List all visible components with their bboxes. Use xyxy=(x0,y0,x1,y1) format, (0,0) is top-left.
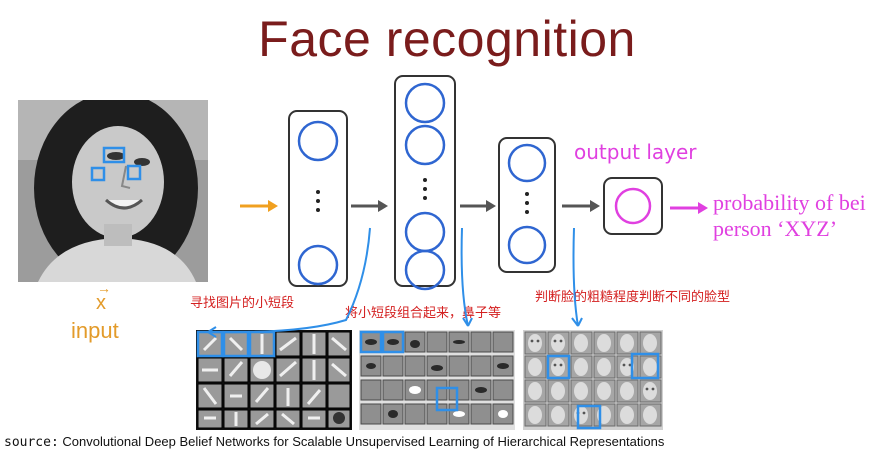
input-label: input xyxy=(71,318,119,343)
right-arrow-icon xyxy=(460,200,496,212)
source-text: Convolutional Deep Belief Networks for S… xyxy=(62,434,665,449)
source-citation: source: Convolutional Deep Belief Networ… xyxy=(4,434,664,450)
neuron xyxy=(507,143,547,183)
probability-label-line2: person ‘XYZ’ xyxy=(713,216,838,241)
neuron xyxy=(404,249,446,291)
annotation-layer1: 寻找图片的小短段 xyxy=(190,296,295,311)
input-arrow xyxy=(240,200,278,212)
vertical-dots-icon xyxy=(316,190,320,212)
output-arrow xyxy=(670,202,708,214)
hidden-layer-1 xyxy=(288,110,348,287)
right-arrow-icon xyxy=(562,200,600,212)
page-title: Face recognition xyxy=(258,11,636,67)
neuron xyxy=(507,225,547,265)
annotation-pointer-3 xyxy=(571,227,583,327)
layer1-edge-features xyxy=(196,330,352,430)
neuron xyxy=(297,244,339,286)
output-layer-label: output layer xyxy=(574,140,697,164)
hidden-layer-3 xyxy=(498,137,556,273)
annotation-layer2: 将小短段组合起来，鼻子等 xyxy=(345,306,502,321)
layer2-part-features xyxy=(359,330,515,430)
probability-label-line1: probability of bei xyxy=(713,190,866,215)
vertical-dots-icon xyxy=(423,178,427,200)
neuron xyxy=(404,82,446,124)
neuron xyxy=(404,124,446,166)
neuron xyxy=(297,120,339,162)
source-prefix: source: xyxy=(4,435,59,450)
right-arrow-icon xyxy=(351,200,388,212)
output-layer xyxy=(603,177,663,235)
input-face-photo xyxy=(18,100,208,282)
vertical-dots-icon xyxy=(525,192,529,214)
neuron xyxy=(404,211,446,253)
annotation-layer3: 判断脸的粗糙程度判断不同的脸型 xyxy=(535,290,731,305)
hidden-layer-2 xyxy=(394,75,456,291)
input-vector-symbol: → x xyxy=(96,280,111,314)
output-neuron xyxy=(614,187,652,225)
layer3-face-features xyxy=(523,330,663,430)
